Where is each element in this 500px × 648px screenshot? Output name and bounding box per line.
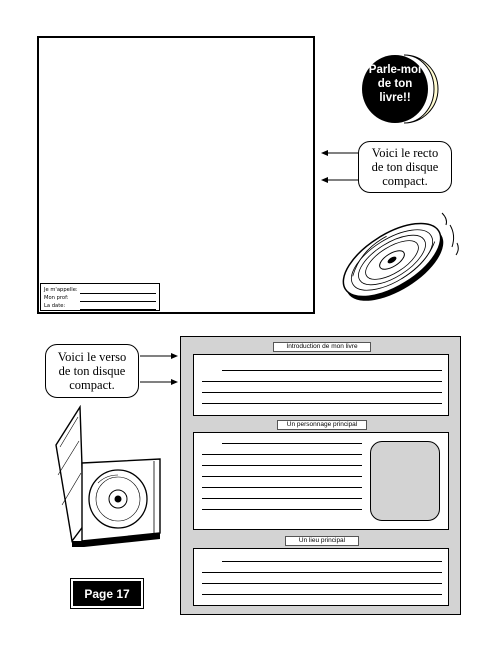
badge-line-2: de ton: [377, 78, 413, 90]
writing-line[interactable]: [222, 370, 442, 371]
recto-speech-bubble: Voici le recto de ton disque compact.: [358, 141, 452, 193]
verso-line-2: de ton disque: [58, 364, 126, 378]
date-row[interactable]: La date:: [44, 302, 156, 310]
character-section[interactable]: [193, 432, 449, 530]
page-number-label: Page 17: [70, 578, 144, 609]
writing-line[interactable]: [202, 572, 442, 573]
recto-line-3: compact.: [382, 174, 428, 188]
cd-case-icon: [55, 405, 161, 547]
writing-line[interactable]: [202, 487, 362, 488]
verso-line-1: Voici le verso: [57, 350, 127, 364]
moon-badge-icon: [362, 54, 439, 124]
character-picture-frame[interactable]: [370, 441, 440, 521]
name-row[interactable]: Je m'appelle:: [44, 286, 156, 294]
compact-disc-icon: [342, 212, 459, 301]
recto-line-2: de ton disque: [371, 160, 439, 174]
writing-line[interactable]: [202, 465, 362, 466]
writing-line[interactable]: [202, 403, 442, 404]
teacher-label: Mon prof:: [44, 295, 69, 301]
writing-line[interactable]: [202, 509, 362, 510]
front-cover-drawing-area[interactable]: Je m'appelle: Mon prof: La date:: [37, 36, 315, 314]
writing-line[interactable]: [222, 561, 442, 562]
verso-arrows: [140, 353, 178, 385]
writing-line[interactable]: [202, 392, 442, 393]
student-info-box: Je m'appelle: Mon prof: La date:: [40, 283, 160, 311]
character-section-title: Un personnage principal: [277, 420, 367, 430]
date-line[interactable]: [80, 304, 156, 310]
writing-line[interactable]: [202, 594, 442, 595]
name-line[interactable]: [80, 288, 156, 294]
writing-line[interactable]: [202, 381, 442, 382]
intro-section-title: Introduction de mon livre: [273, 342, 371, 352]
name-label: Je m'appelle:: [44, 287, 78, 293]
writing-line[interactable]: [202, 454, 362, 455]
recto-line-1: Voici le recto: [371, 146, 439, 160]
writing-line[interactable]: [202, 498, 362, 499]
writing-line[interactable]: [202, 476, 362, 477]
badge-text: Parle-moi de ton livre!!: [363, 63, 427, 105]
teacher-line[interactable]: [80, 296, 156, 302]
intro-section[interactable]: [193, 354, 449, 416]
place-section-title: Un lieu principal: [285, 536, 359, 546]
badge-line-1: Parle-moi: [368, 64, 422, 76]
date-label: La date:: [44, 303, 66, 309]
verso-speech-bubble: Voici le verso de ton disque compact.: [45, 344, 139, 398]
recto-arrows: [321, 150, 360, 183]
badge-line-3: livre!!: [379, 92, 411, 104]
writing-line[interactable]: [202, 583, 442, 584]
place-section[interactable]: [193, 548, 449, 606]
verso-line-3: compact.: [69, 378, 115, 392]
back-cover-panel: Introduction de mon livre Un personnage …: [180, 336, 461, 615]
writing-line[interactable]: [222, 443, 362, 444]
teacher-row[interactable]: Mon prof:: [44, 294, 156, 302]
